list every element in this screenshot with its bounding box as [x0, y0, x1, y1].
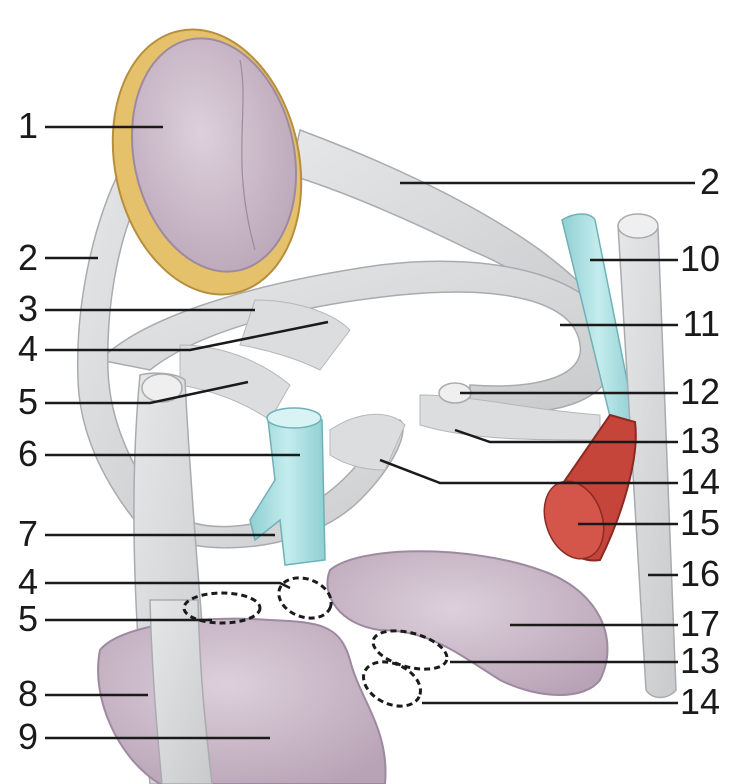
label-left-9: 9 [18, 716, 39, 757]
label-right-10: 10 [679, 238, 720, 279]
label-right-13-lower: 13 [679, 640, 720, 681]
bone-17 [326, 550, 609, 696]
attachment-outline-4 [277, 576, 333, 620]
tendon-16-cut-end [617, 213, 659, 239]
label-left-7: 7 [18, 513, 39, 554]
ligament-fan-4 [239, 299, 351, 371]
vessel-6 [249, 419, 326, 566]
leader-line-13-upper [454, 428, 678, 444]
label-right-2: 2 [699, 161, 720, 202]
ligament-fan-14 [329, 413, 406, 471]
ligament-cut-end-left [141, 373, 183, 403]
attachment-outline-5 [182, 591, 262, 625]
label-right-16: 16 [679, 553, 720, 594]
label-left-8: 8 [18, 673, 39, 714]
label-left-6: 6 [18, 433, 39, 474]
label-left-4: 4 [18, 328, 39, 369]
leader-line-4-upper [45, 320, 329, 352]
leader-line-4-lower [45, 581, 291, 590]
bone-1 [130, 37, 298, 273]
ligament-fan-5 [179, 344, 291, 421]
bone-9 [97, 617, 387, 784]
label-left-2: 2 [18, 237, 39, 278]
label-left-4-lower: 4 [18, 561, 39, 602]
label-right-14: 14 [679, 461, 720, 502]
leader-line-5-upper [45, 380, 249, 405]
label-right-15: 15 [679, 502, 720, 543]
label-right-12: 12 [679, 371, 720, 412]
label-right-14-lower: 14 [679, 681, 720, 722]
bone-1-ridge [239, 59, 256, 251]
label-right-17: 17 [679, 603, 720, 644]
label-left-1: 1 [18, 105, 39, 146]
label-left-5: 5 [18, 381, 39, 422]
label-left-5-lower: 5 [18, 598, 39, 639]
leader-line-14-upper [379, 458, 678, 485]
label-right-11: 11 [682, 303, 720, 344]
attachment-outline-13 [371, 629, 449, 671]
label-left-3: 3 [18, 288, 39, 329]
vessel-6-top [266, 407, 322, 429]
attachment-outline-14 [362, 660, 422, 708]
label-right-13: 13 [679, 420, 720, 461]
